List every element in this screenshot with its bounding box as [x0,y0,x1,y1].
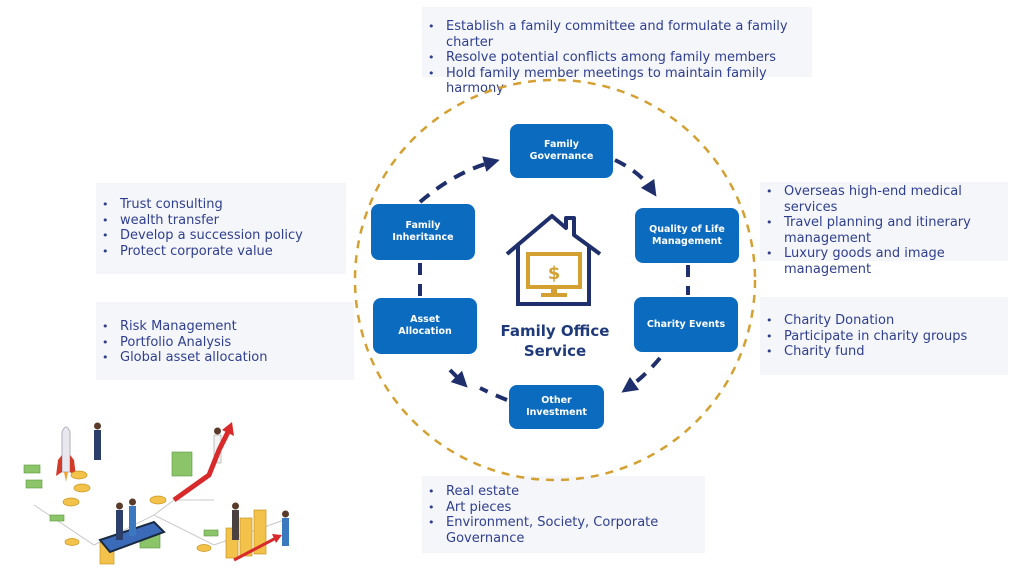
node-charity-events: Charity Events [634,297,738,352]
arrow-other-to-asset [448,368,468,388]
panel-quality-of-life: Overseas high-end medical services Trave… [760,182,1008,277]
connector-other-to-asset-start [479,386,508,402]
list-item: Environment, Society, Corporate Governan… [426,515,705,546]
rocket-icon [56,426,76,482]
list-item: Travel planning and itinerary management [764,215,1008,246]
center-title: Family Office Service [490,321,620,361]
center-title-line2: Service [523,342,587,360]
node-label: Family [405,220,441,231]
node-label: Charity Events [646,318,726,330]
list-item: Charity Donation [764,313,1008,329]
list-item: Portfolio Analysis [100,335,354,351]
node-label: Family [544,139,579,150]
arrow-governance-to-life [614,158,657,197]
panel-other-investment: Real estate Art pieces Environment, Soci… [422,476,705,553]
node-label: Allocation [398,326,452,337]
panel-family-inheritance: Trust consulting wealth transfer Develop… [96,183,346,274]
node-label: Management [652,235,722,247]
list-item: Trust consulting [100,197,346,213]
panel-family-governance: Establish a family committee and formula… [422,7,812,96]
arrow-inheritance-to-governance [418,156,500,204]
center-title-line1: Family Office [500,322,610,340]
node-label: Governance [529,151,594,162]
list-item: Real estate [426,484,705,500]
list-item: Risk Management [100,319,354,335]
list-item: wealth transfer [100,213,346,229]
panel-charity-events: Charity Donation Participate in charity … [760,297,1008,375]
list-item: Protect corporate value [100,244,346,260]
list-item: Global asset allocation [100,350,354,366]
growth-arrow-icon [172,422,282,562]
panel-asset-allocation: Risk Management Portfolio Analysis Globa… [96,302,354,380]
outer-dashed-circle [353,78,757,482]
list-item: Participate in charity groups [764,329,1008,345]
node-label: Other [541,395,572,406]
arrow-charity-to-other [621,356,662,393]
list-item: Art pieces [426,500,705,516]
list-item: Luxury goods and image management [764,246,1008,277]
list-item: Charity fund [764,344,1008,360]
list-item: Establish a family committee and formula… [426,19,812,50]
list-item: Resolve potential conflicts among family… [426,50,812,66]
node-label: Inheritance [392,232,454,243]
svg-text:$: $ [548,263,561,284]
list-item: Develop a succession policy [100,228,346,244]
node-label: Asset [410,314,440,325]
list-item: Overseas high-end medical services [764,184,1008,215]
node-label: Quality of Life [649,223,725,235]
node-label: Investment [526,407,587,418]
business-growth-illustration [23,422,289,565]
house-with-dollar-monitor-icon: $ [505,214,602,306]
